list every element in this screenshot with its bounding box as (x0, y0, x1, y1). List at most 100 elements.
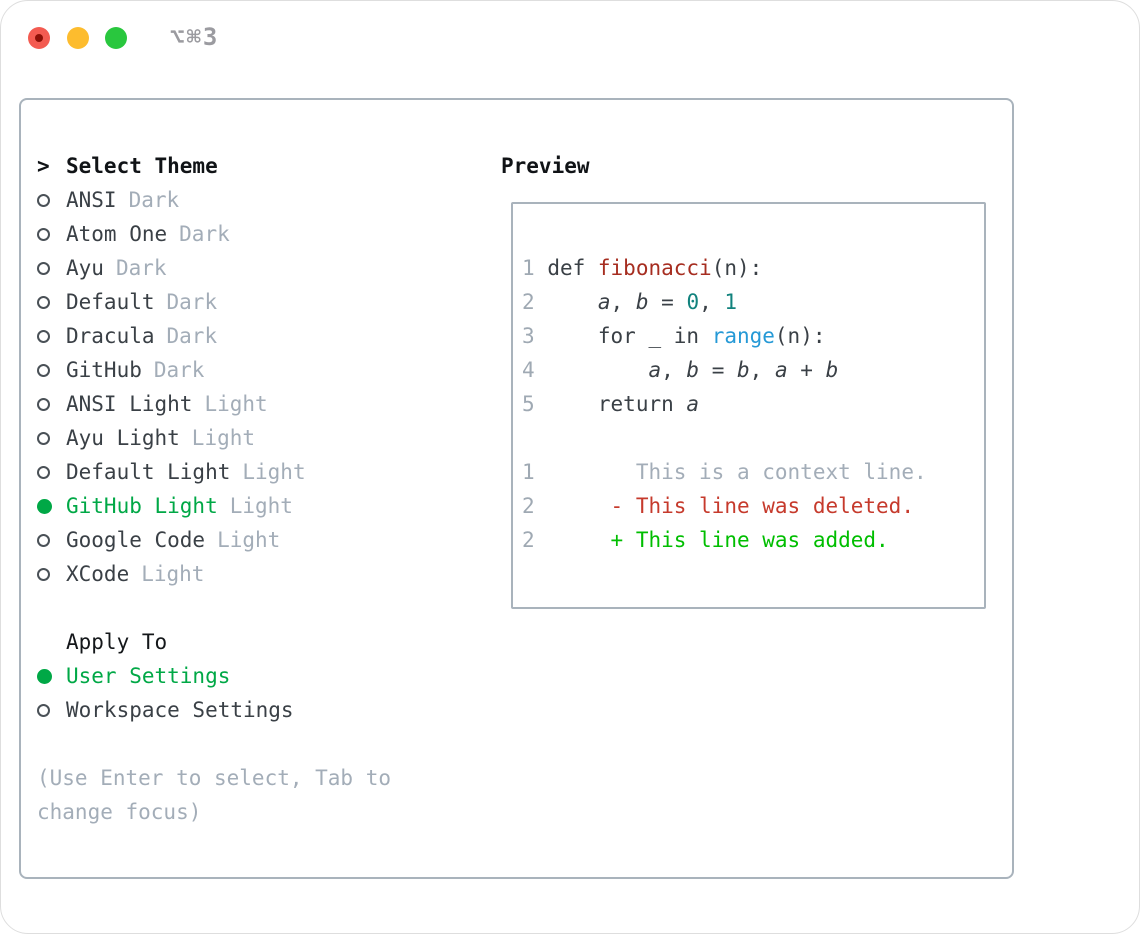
theme-name: Default Light (66, 460, 231, 484)
theme-option[interactable]: GitHub Light Light (21, 489, 491, 523)
code-segment: b (737, 358, 750, 382)
code-line: 5 return a (522, 387, 984, 421)
theme-name: Ayu (66, 256, 104, 280)
theme-option[interactable]: GitHub Dark (21, 353, 491, 387)
radio-icon (37, 227, 50, 241)
code-segment: This is a context line. (547, 460, 927, 484)
code-segment (547, 290, 598, 314)
theme-option[interactable]: Ayu Light Light (21, 421, 491, 455)
apply-to-option[interactable]: Workspace Settings (21, 693, 491, 727)
theme-variant-tag: Dark (166, 290, 218, 314)
theme-name: Google Code (66, 528, 206, 552)
code-segment: def (547, 256, 598, 280)
select-theme-label: Select Theme (66, 154, 218, 178)
minimize-button[interactable] (67, 27, 89, 49)
radio-icon (37, 533, 50, 547)
code-segment: + This line was added. (547, 528, 889, 552)
code-line: 1 def fibonacci(n): (522, 251, 984, 285)
theme-name: Default (66, 290, 155, 314)
code-line: 3 for _ in range(n): (522, 319, 984, 353)
code-segment: for _ in (547, 324, 712, 348)
code-segment: fibonacci (597, 256, 712, 280)
theme-variant-tag: Light (229, 494, 293, 518)
code-segment: , (661, 358, 687, 382)
theme-variant-tag: Dark (166, 324, 218, 348)
line-number: 2 (522, 494, 535, 518)
radio-selected-icon (37, 668, 52, 684)
radio-icon (37, 465, 50, 479)
code-line: 2 a, b = 0, 1 (522, 285, 984, 319)
code-segment: (n): (774, 324, 826, 348)
window-title: ⌥⌘3 (170, 23, 220, 51)
radio-selected-icon (37, 498, 52, 514)
spacer (21, 727, 491, 761)
apply-to-option[interactable]: User Settings (21, 659, 491, 693)
theme-option[interactable]: Default Dark (21, 285, 491, 319)
line-number: 1 (522, 460, 535, 484)
theme-variant-tag: Light (242, 460, 306, 484)
radio-icon (37, 703, 50, 717)
close-button[interactable] (28, 27, 50, 49)
code-segment: b (686, 358, 700, 382)
line-number: 5 (522, 392, 535, 416)
code-segment: b (825, 358, 839, 382)
apply-to-name: Workspace Settings (66, 698, 294, 722)
theme-variant-tag: Light (191, 426, 256, 450)
code-segment: = (699, 358, 738, 382)
code-segment: range (711, 324, 775, 348)
code-segment: a (597, 290, 611, 314)
code-segment: a (648, 358, 662, 382)
code-segment: 1 (724, 290, 738, 314)
code-segment: , (699, 290, 725, 314)
apply-to-header: Apply To (21, 625, 491, 659)
radio-icon (37, 329, 50, 343)
theme-option[interactable]: Google Code Light (21, 523, 491, 557)
maximize-button[interactable] (105, 27, 127, 49)
spacer (21, 591, 491, 625)
code-line: 2 - This line was deleted. (522, 489, 984, 523)
keyboard-hint: (Use Enter to select, Tab to change focu… (37, 766, 392, 824)
code-segment: b (635, 290, 649, 314)
theme-option[interactable]: Default Light Light (21, 455, 491, 489)
code-line: 1 This is a context line. (522, 455, 984, 489)
theme-name: Ayu Light (66, 426, 180, 450)
cursor-marker-icon: > (37, 154, 50, 178)
code-line (522, 421, 984, 455)
code-segment: = (648, 290, 687, 314)
theme-variant-tag: Light (204, 392, 268, 416)
theme-name: Dracula (66, 324, 155, 348)
radio-icon (37, 397, 50, 411)
radio-icon (37, 363, 50, 377)
code-segment: a (774, 358, 788, 382)
theme-name: ANSI Light (66, 392, 193, 416)
line-number: 4 (522, 358, 535, 382)
radio-icon (37, 193, 50, 207)
preview-title: Preview (501, 154, 590, 178)
code-line: 2 + This line was added. (522, 523, 984, 557)
select-theme-header: > Select Theme (21, 149, 491, 183)
line-number: 3 (522, 324, 535, 348)
theme-name: GitHub Light (66, 494, 218, 518)
theme-option[interactable]: Dracula Dark (21, 319, 491, 353)
apply-to-label: Apply To (66, 630, 168, 654)
code-segment: + (787, 358, 826, 382)
theme-name: GitHub (66, 358, 142, 382)
code-segment: , (610, 290, 636, 314)
code-segment: 0 (686, 290, 700, 314)
theme-variant-tag: Light (217, 528, 281, 552)
code-segment: - This line was deleted. (547, 494, 914, 518)
theme-variant-tag: Dark (128, 188, 180, 212)
theme-option[interactable]: ANSI Light Light (21, 387, 491, 421)
line-number: 1 (522, 256, 535, 280)
theme-variant-tag: Dark (153, 358, 205, 382)
code-segment: return (547, 392, 687, 416)
